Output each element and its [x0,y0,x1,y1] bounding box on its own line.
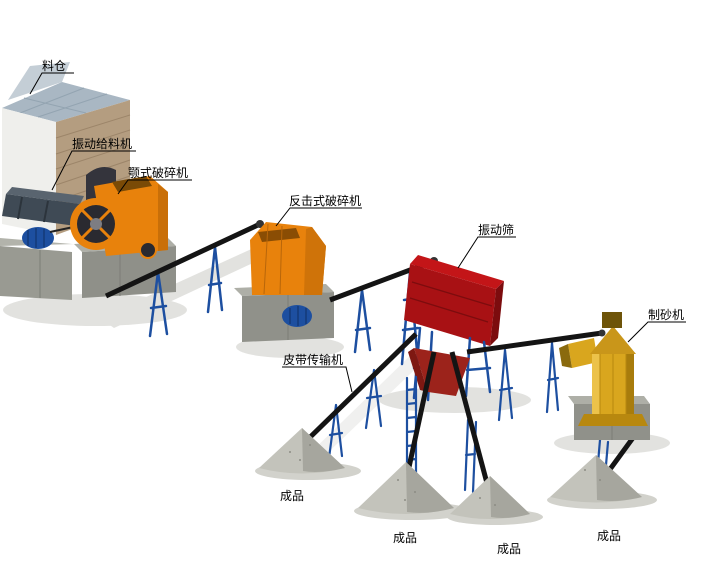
flywheel-hub [90,218,102,230]
leader-screen [457,236,516,269]
sand-maker [559,312,650,440]
stockpiles [255,428,657,525]
sand-body-shade [626,352,634,414]
feeder-motor-ribs [27,228,45,248]
pile-1-shade [302,428,345,472]
leader-lines [29,72,686,393]
leader-hopper [29,72,74,95]
label-impact-crusher: 反击式破碎机 [289,194,362,208]
label-vibrating-screen: 振动筛 [478,223,515,237]
belt-to-pile-3 [449,351,491,488]
shadow-conveyor1 [100,246,272,328]
impact-body-shade [304,227,326,295]
conveyor-1 [104,220,264,338]
feeder-motor [22,227,54,249]
leader-impact [275,207,362,227]
belt-to-pile-1 [299,332,418,448]
label-product-2: 成品 [393,531,418,545]
dot [397,479,399,481]
pulley-4 [598,329,606,337]
leader-belt-conveyor [282,366,353,393]
conveyor-1-head-pulley [256,220,264,228]
dot [479,497,481,499]
pile-3-shade [490,476,530,518]
leader-sand-maker [627,321,686,343]
hopper-deck-grid [19,87,108,118]
sand-cone-top [590,326,636,354]
label-hopper: 料仓 [42,59,67,73]
leader-jaw [117,179,192,195]
impact-motor [282,305,312,327]
conveyor-1-legs-path [148,245,224,338]
dot [494,504,496,506]
impact-ribs [263,223,283,295]
dot [404,499,406,501]
sand-body-highlight [592,352,600,414]
pile-4-shade [596,455,642,501]
pile-texture-dots [289,444,601,506]
dot [289,451,291,453]
hopper-top-deck [2,82,130,122]
impact-crusher [234,222,334,342]
dot [599,479,601,481]
label-product-3: 成品 [497,542,522,556]
jaw-pulley [139,241,157,259]
label-jaw-crusher: 颚式破碎机 [128,166,189,180]
conveyor-1-legs [148,245,224,338]
impact-inlet [258,228,300,242]
label-product-4: 成品 [597,529,622,543]
impact-motor-ribs [289,306,307,326]
hopper-roof [8,62,70,100]
screen-deck-lines [409,281,493,323]
label-vibrating-feeder: 振动给料机 [72,137,133,151]
leader-feeder [51,150,136,191]
screen-top [410,255,504,289]
feeder-ribs [17,196,49,223]
label-belt-conveyor: 皮带传输机 [283,353,344,367]
dot [414,491,416,493]
screen-chute-shade [408,348,428,392]
sand-body-ribs [599,352,627,414]
screen-end [490,281,504,346]
belt-to-pile-2 [403,351,437,482]
sand-motor-end [559,344,572,368]
conveyor-1-belt [104,221,262,299]
vibrating-screen [404,255,504,402]
belt-to-sand-maker [466,330,603,355]
jaw-crusher [49,176,168,259]
sand-feed-inlet [602,312,622,328]
pedestal-front-1 [0,246,72,300]
pile-2-shade [406,462,454,513]
dot [309,444,311,446]
jaw-body-shade [158,184,168,251]
sand-base-flare [578,414,648,426]
dot [299,459,301,461]
feeder-top [6,187,84,204]
vibrating-feeder [2,187,84,249]
label-product-1: 成品 [280,489,305,503]
screen-front [404,264,496,346]
label-sand-maker: 制砂机 [648,308,685,322]
dot [584,469,586,471]
sand-motor [568,338,598,368]
pedestal-front-2 [82,246,176,298]
shadow-impact [236,336,344,358]
